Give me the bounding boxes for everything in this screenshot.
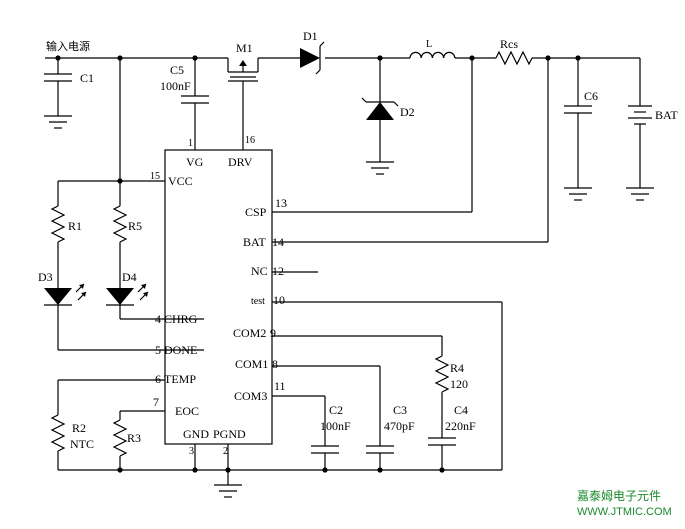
pin-name-chrg: CHRG <box>164 312 198 326</box>
pin-name-gnd: GND <box>183 427 209 441</box>
junction-dots <box>55 55 581 184</box>
r4-value: 120 <box>450 377 468 391</box>
pin-name-csp: CSP <box>245 205 267 219</box>
pin-number-nc: 12 <box>272 264 284 278</box>
resistor-rcs: Rcs <box>495 37 533 66</box>
c6-label: C6 <box>584 89 598 103</box>
pin-name-drv: DRV <box>228 155 253 169</box>
c4-value: 220nF <box>445 419 476 433</box>
r3-label: R3 <box>127 431 141 445</box>
pin-name-pgnd: PGND <box>213 427 246 441</box>
capacitor-c6: C6 <box>564 58 598 201</box>
charger-ic <box>164 149 273 445</box>
pin-number-csp: 13 <box>275 196 287 210</box>
input-rail: 输入电源 <box>45 39 640 59</box>
r2-label: R2 <box>72 421 86 435</box>
r1-label: R1 <box>68 219 82 233</box>
r5-label: R5 <box>128 219 142 233</box>
c1-label: C1 <box>80 71 94 85</box>
pin-name-done: DONE <box>164 343 197 357</box>
capacitor-c3: C3 470pF <box>366 366 415 470</box>
pin-name-temp: TEMP <box>164 372 196 386</box>
pin-number-done: 5 <box>155 343 161 357</box>
r4-label: R4 <box>450 361 464 375</box>
pin-name-com3: COM3 <box>234 389 267 403</box>
thermistor-r2: R2 NTC <box>50 380 94 470</box>
capacitor-c4: C4 220nF <box>428 403 476 470</box>
pin-name-com2: COM2 <box>233 326 266 340</box>
pin-name-com1: COM1 <box>235 357 268 371</box>
input-power-label: 输入电源 <box>46 39 90 53</box>
pin-number-temp: 6 <box>155 372 161 386</box>
pin-number-com2: 9 <box>270 326 276 340</box>
d2-label: D2 <box>400 105 415 119</box>
pin-number-pgnd: 2 <box>223 446 228 457</box>
pin-number-vcc: 15 <box>150 171 160 182</box>
d1-label: D1 <box>303 29 318 43</box>
l-label: L <box>426 39 432 50</box>
watermark-url: WWW.JTMIC.COM <box>577 506 672 518</box>
c3-value: 470pF <box>384 419 415 433</box>
c5-value: 100nF <box>160 79 191 93</box>
c5-label: C5 <box>170 63 184 77</box>
resistor-r5: R5 <box>112 181 142 283</box>
watermark-company: 嘉泰姆电子元件 <box>577 489 661 503</box>
resistor-r3: R3 <box>112 411 141 470</box>
pin-number-drv: 16 <box>245 135 255 146</box>
c2-value: 100nF <box>320 419 351 433</box>
led-d4: D4 <box>106 270 149 319</box>
c2-label: C2 <box>329 403 343 417</box>
diode-d1: D1 <box>300 29 325 75</box>
capacitor-c5: C5 100nF <box>160 58 209 150</box>
rcs-label: Rcs <box>500 37 518 51</box>
pin-name-nc: NC <box>251 264 268 278</box>
capacitor-c2: C2 100nF <box>311 396 351 470</box>
pin-number-com3: 11 <box>274 379 286 393</box>
pin-number-test: 10 <box>273 293 285 307</box>
d4-label: D4 <box>122 270 137 284</box>
led-d3: D3 <box>38 270 87 350</box>
pin-name-test: test <box>251 296 265 307</box>
m1-label: M1 <box>236 41 253 55</box>
c3-label: C3 <box>393 403 407 417</box>
pin-name-bat: BAT <box>243 235 266 249</box>
inductor-l: L <box>409 39 456 59</box>
pin-name-eoc: EOC <box>175 404 199 418</box>
mosfet-m1: M1 <box>227 41 259 150</box>
pin-number-vg: 1 <box>188 138 193 149</box>
battery-bat: BAT <box>626 58 678 201</box>
d3-label: D3 <box>38 270 53 284</box>
diode-d2: D2 <box>361 58 415 175</box>
resistor-r1: R1 <box>50 181 82 283</box>
pin-name-vcc: VCC <box>168 174 193 188</box>
pin-number-com1: 8 <box>272 357 278 371</box>
c4-label: C4 <box>454 403 468 417</box>
pin-number-gnd: 3 <box>189 446 194 457</box>
resistor-r4: R4 120 <box>434 336 468 438</box>
pin-number-chrg: 4 <box>155 312 161 326</box>
pin-number-bat: 14 <box>272 235 284 249</box>
capacitor-c1: C1 <box>44 58 94 129</box>
pin-number-eoc: 7 <box>153 395 159 409</box>
r2-value: NTC <box>70 437 94 451</box>
pin-name-vg: VG <box>186 155 204 169</box>
bat-label: BAT <box>655 108 678 122</box>
